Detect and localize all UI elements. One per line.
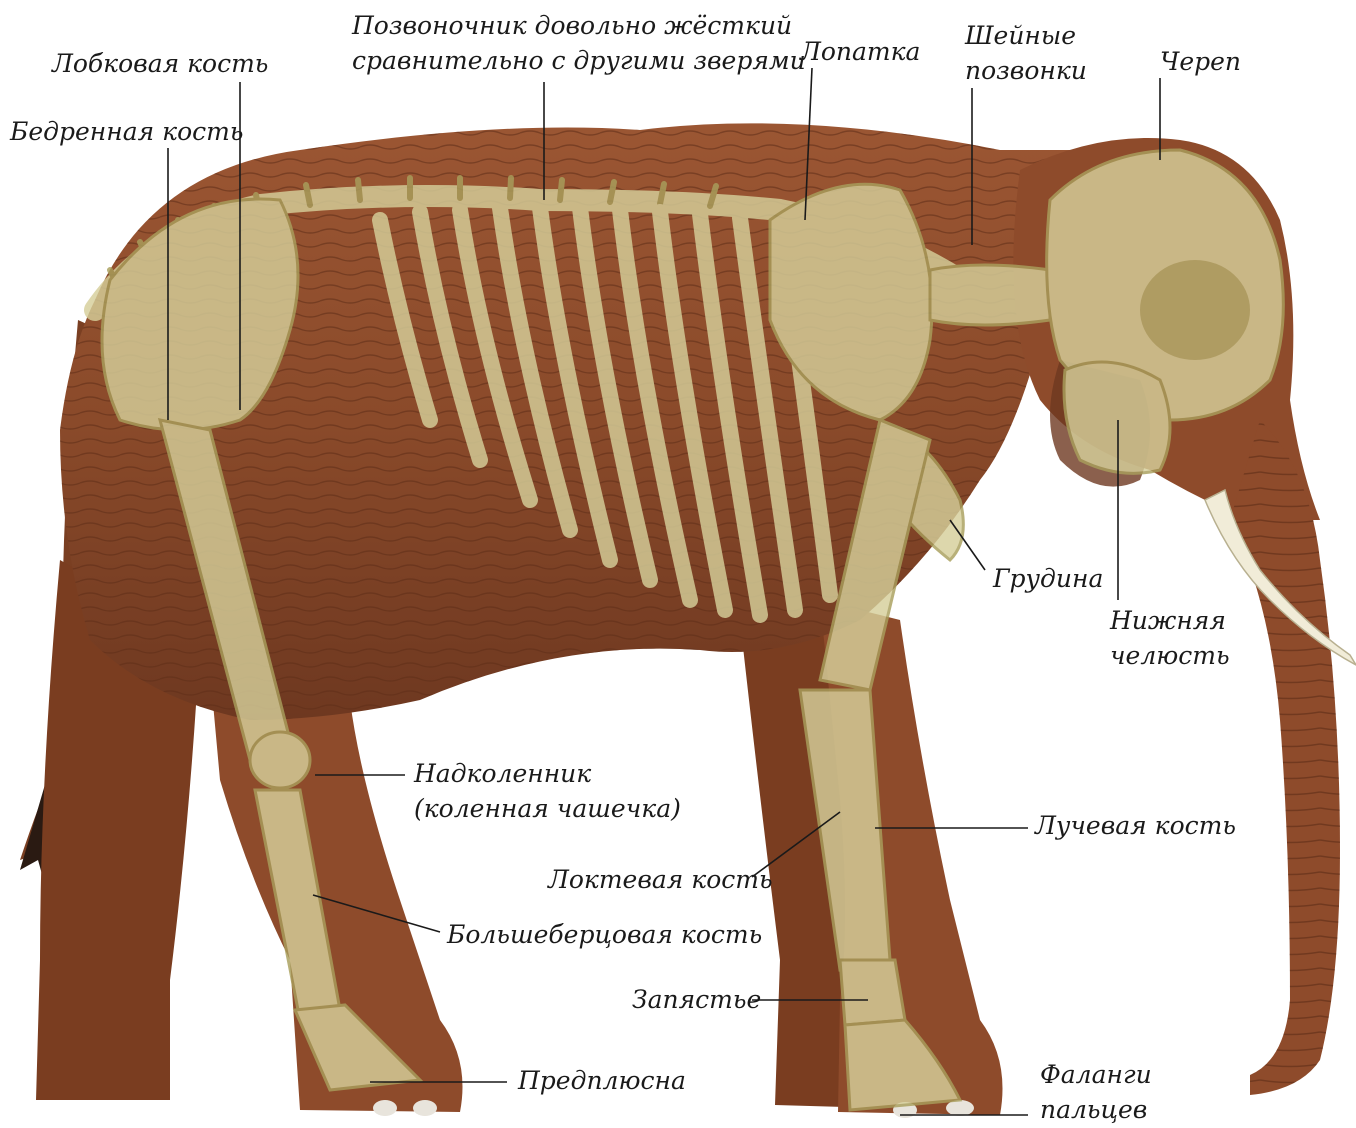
label-skull: Череп xyxy=(1160,44,1241,79)
label-spine-line1: Позвоночник довольно жёсткий xyxy=(352,8,806,43)
label-tibia: Большеберцовая кость xyxy=(447,917,762,952)
label-patella-line1: Надколенник xyxy=(414,756,681,791)
label-carpus: Запястье xyxy=(632,982,761,1017)
label-radius: Лучевая кость xyxy=(1035,808,1236,843)
label-femur: Бедренная кость xyxy=(10,114,243,149)
label-mandible-line1: Нижняя xyxy=(1110,603,1230,638)
label-patella-line2: (коленная чашечка) xyxy=(414,791,681,826)
carpus xyxy=(840,960,905,1025)
label-sternum: Грудина xyxy=(993,561,1103,596)
label-mandible-line2: челюсть xyxy=(1110,638,1230,673)
label-cervical-line1: Шейные xyxy=(965,18,1087,53)
cervical-vertebrae xyxy=(930,265,1050,325)
patella xyxy=(250,732,310,788)
label-ulna: Локтевая кость xyxy=(548,862,773,897)
label-patella: Надколенник (коленная чашечка) xyxy=(414,756,681,826)
label-spine-line2: сравнительно с другими зверями xyxy=(352,43,806,78)
label-phalanges: Фаланги пальцев xyxy=(1040,1057,1152,1127)
label-spine: Позвоночник довольно жёсткий сравнительн… xyxy=(352,8,806,78)
mandible xyxy=(1064,362,1170,473)
label-cervical-line2: позвонки xyxy=(965,53,1087,88)
label-scapula: Лопатка xyxy=(800,34,920,69)
label-mandible: Нижняя челюсть xyxy=(1110,603,1230,673)
label-phalanges-line2: пальцев xyxy=(1040,1092,1152,1127)
label-tarsus: Предплюсна xyxy=(518,1063,686,1098)
label-pubic: Лобковая кость xyxy=(52,46,268,81)
label-cervical: Шейные позвонки xyxy=(965,18,1087,88)
label-phalanges-line1: Фаланги xyxy=(1040,1057,1152,1092)
